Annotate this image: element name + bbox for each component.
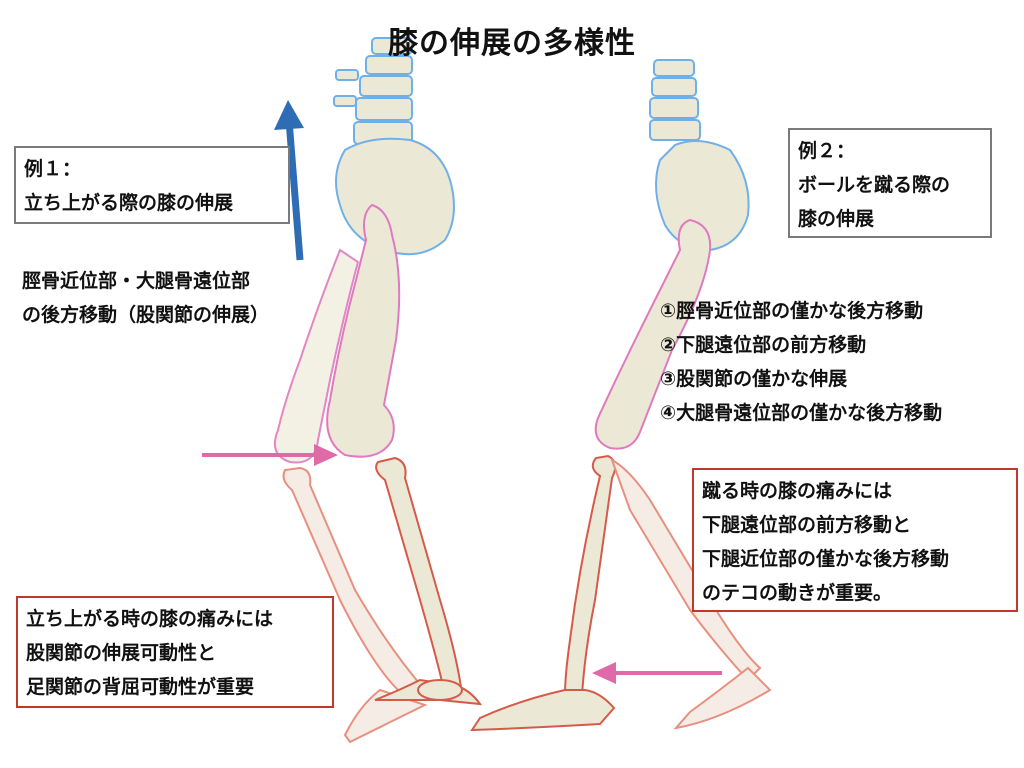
right-tibia <box>563 454 617 696</box>
right-conclusion-line-2: 下腿遠位部の前方移動と <box>702 514 912 536</box>
example1-line-1: 例１： <box>24 158 82 180</box>
left-note-line-1: 脛骨近位部・大腿骨遠位部 <box>22 270 251 292</box>
left-conclusion-line-1: 立ち上がる時の膝の痛みには <box>26 608 274 630</box>
right-conclusion-line-1: 蹴る時の膝の痛みには <box>702 480 893 502</box>
page-title: 膝の伸展の多様性 <box>388 26 636 61</box>
left-note: 脛骨近位部・大腿骨遠位部 の後方移動（股関節の伸展） <box>22 264 269 332</box>
right-conclusion-line-3: 下腿近位部の僅かな後方移動 <box>702 548 950 570</box>
example1-box: 例１： 立ち上がる際の膝の伸展 <box>14 146 290 224</box>
right-list-item-3: ③股関節の僅かな伸展 <box>660 368 848 390</box>
right-back-foot <box>673 666 772 730</box>
left-conclusion-box: 立ち上がる時の膝の痛みには 股関節の伸展可動性と 足関節の背屈可動性が重要 <box>16 596 334 708</box>
right-list-item-1: ①脛骨近位部の僅かな後方移動 <box>660 300 924 322</box>
right-femur <box>594 218 712 450</box>
example2-line-3: 膝の伸展 <box>798 208 875 230</box>
example2-line-1: 例２： <box>798 140 856 162</box>
left-skeleton <box>274 37 483 744</box>
left-pelvis <box>335 137 455 256</box>
right-arrow <box>202 444 338 466</box>
example2-line-2: ボールを蹴る際の <box>798 174 951 196</box>
left-femur-front <box>326 203 401 458</box>
left-conclusion-line-2: 股関節の伸展可動性と <box>26 642 217 664</box>
right-conclusion-line-4: のテコの動きが重要。 <box>702 582 893 604</box>
right-list-item-2: ②下腿遠位部の前方移動 <box>660 334 867 356</box>
right-skeleton <box>470 59 772 732</box>
right-pelvis <box>655 140 750 252</box>
left-conclusion-line-3: 足関節の背屈可動性が重要 <box>26 676 255 698</box>
right-front-foot <box>470 689 616 732</box>
up-arrow <box>274 100 304 261</box>
right-spine <box>649 59 701 141</box>
left-foot-back <box>343 688 428 744</box>
left-note-line-2: の後方移動（股関節の伸展） <box>22 304 270 326</box>
example1-line-2: 立ち上がる際の膝の伸展 <box>24 192 234 214</box>
right-back-leg <box>610 457 762 682</box>
right-conclusion-box: 蹴る時の膝の痛みには 下腿遠位部の前方移動と 下腿近位部の僅かな後方移動 のテコ… <box>692 468 1018 612</box>
left-arrow <box>592 662 722 684</box>
example2-box: 例２： ボールを蹴る際の 膝の伸展 <box>788 128 992 238</box>
right-list: ①脛骨近位部の僅かな後方移動 ②下腿遠位部の前方移動 ③股関節の僅かな伸展 ④大… <box>660 294 942 430</box>
right-list-item-4: ④大腿骨遠位部の僅かな後方移動 <box>660 402 943 424</box>
